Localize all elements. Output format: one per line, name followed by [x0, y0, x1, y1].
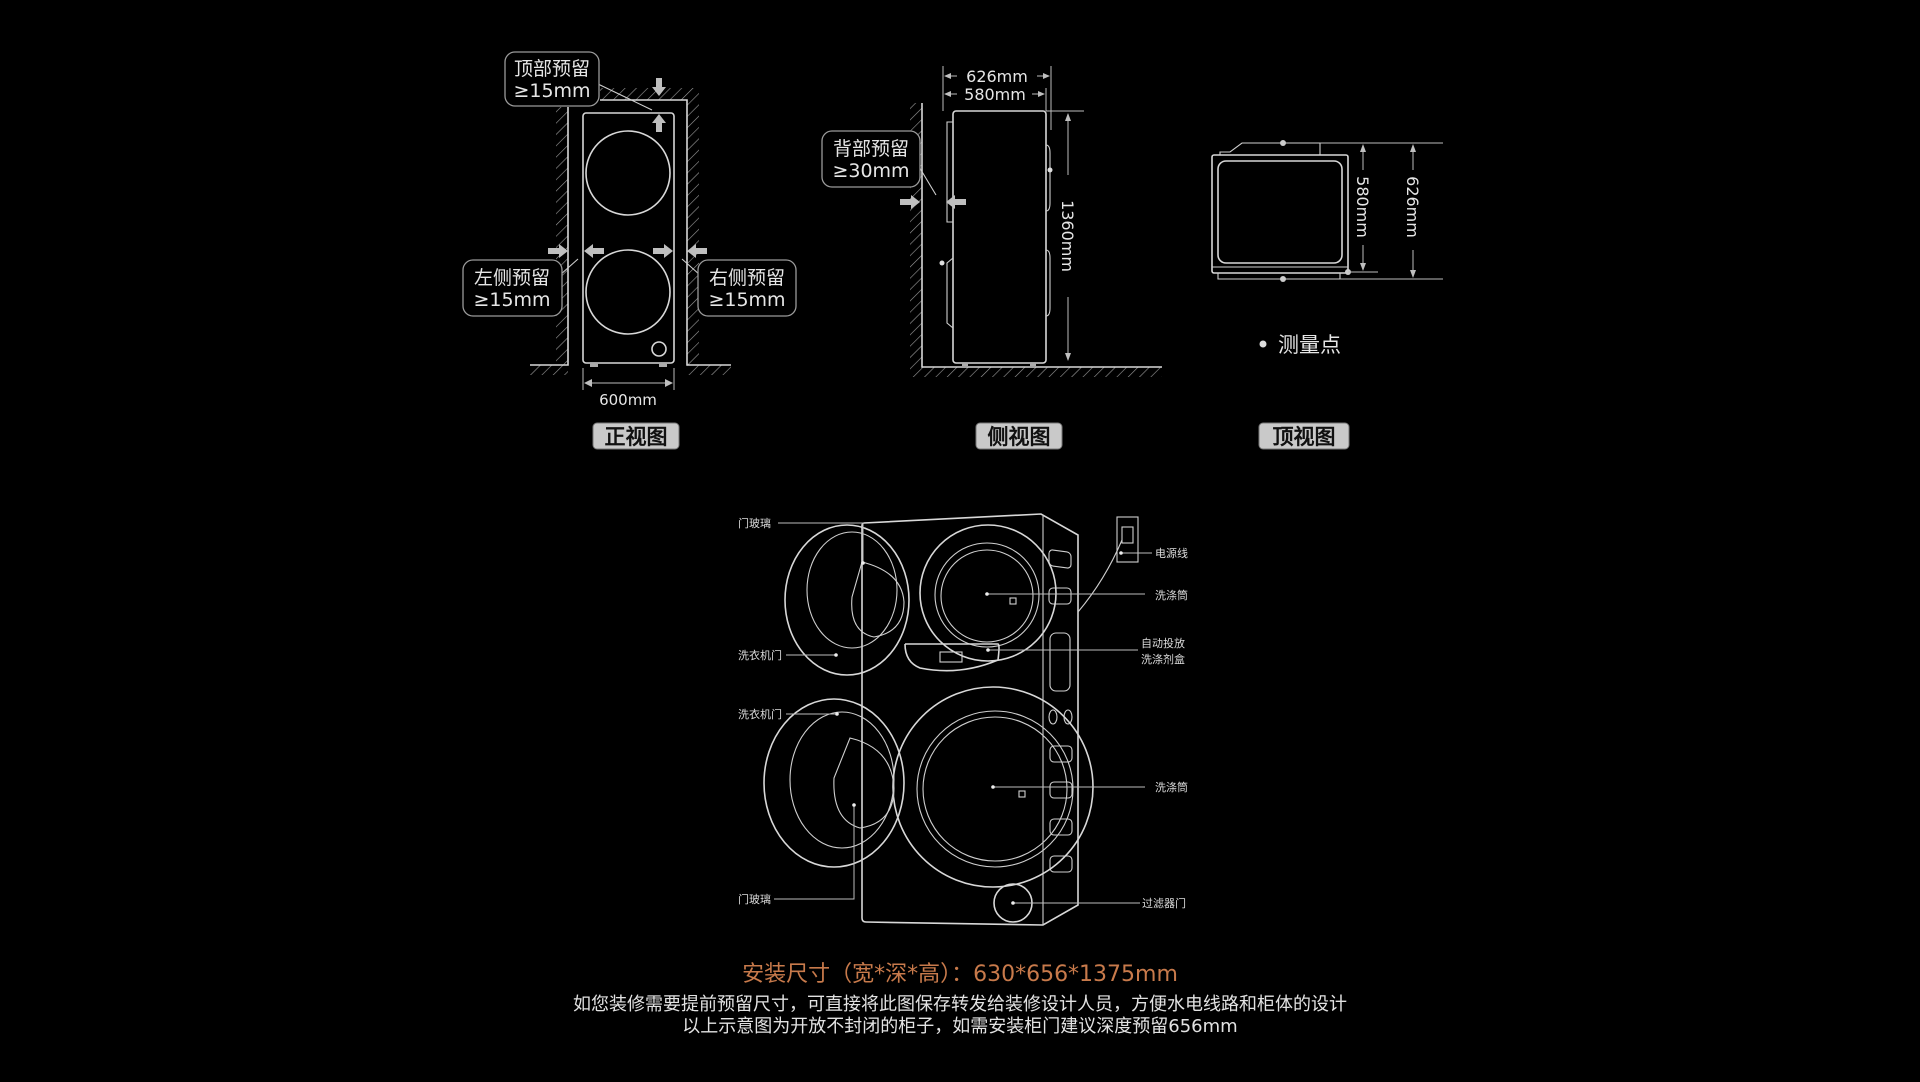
front-view-tag: [592, 422, 680, 450]
upper-door-circle: [585, 130, 671, 216]
footer-note-1: 如您装修需要提前预留尺寸，可直接将此图保存转发给装修设计人员，方便水电线路和柜体…: [573, 994, 1347, 1015]
lower-door-circle: [585, 249, 671, 335]
right-arrow-in: [687, 244, 707, 258]
svg-text:580mm: 580mm: [1353, 176, 1372, 238]
svg-text:顶视图: 顶视图: [1273, 425, 1336, 449]
svg-text:626mm: 626mm: [966, 67, 1028, 86]
svg-text:626mm: 626mm: [1403, 176, 1422, 238]
svg-text:≥30mm: ≥30mm: [832, 160, 909, 182]
svg-text:左侧预留: 左侧预留: [474, 267, 550, 289]
left-arrow-in: [548, 244, 568, 258]
top-arrow-down: [652, 78, 666, 96]
side-wall-floor: [921, 103, 1162, 368]
top-machine-outline: [1211, 154, 1349, 274]
back-clearance-callout: 背部预留 ≥30mm: [821, 130, 937, 196]
svg-text:正视图: 正视图: [605, 425, 668, 449]
upper-door: [784, 524, 910, 676]
label-door-glass-top: 门玻璃: [738, 516, 771, 530]
power-cord: [1077, 539, 1123, 613]
svg-text:≥15mm: ≥15mm: [708, 289, 785, 311]
height-dimension: 1360mm: [1046, 110, 1084, 361]
label-door-top: 洗衣机门: [738, 648, 782, 662]
upper-door-glass: [851, 561, 905, 638]
lower-door-glass: [833, 737, 895, 829]
side-view-tag: [975, 422, 1063, 450]
right-arrow-out: [653, 244, 673, 258]
svg-text:580mm: 580mm: [964, 85, 1026, 104]
filter-circle: [651, 341, 667, 357]
top-arrow-up: [652, 114, 666, 132]
label-door-bottom: 洗衣机门: [738, 707, 782, 721]
svg-text:顶部预留: 顶部预留: [514, 58, 590, 80]
label-power-cord: 电源线: [1155, 546, 1188, 560]
left-arrow-out: [584, 244, 604, 258]
top-view: 580mm 626mm 测量点 顶视图: [1211, 140, 1443, 450]
lower-door: [763, 698, 905, 868]
depth-dimensions: 626mm 580mm: [942, 66, 1052, 130]
front-view: 顶部预留 ≥15mm 左侧预留 ≥15mm 右侧预留 ≥15mm 600mm 正…: [462, 51, 797, 450]
svg-text:1360mm: 1360mm: [1058, 200, 1077, 272]
svg-text:≥15mm: ≥15mm: [513, 80, 590, 102]
leader-lines: [774, 522, 1152, 904]
svg-text:背部预留: 背部预留: [833, 138, 909, 160]
front-machine-body: [582, 112, 675, 364]
svg-text:≥15mm: ≥15mm: [473, 289, 550, 311]
width-dimension: 600mm: [582, 368, 675, 409]
back-arrow-out: [946, 195, 966, 209]
footer-note-2: 以上示意图为开放不封闭的柜子，如需安装柜门建议深度预留656mm: [682, 1016, 1238, 1037]
svg-text:右侧预留: 右侧预留: [709, 267, 785, 289]
svg-text:侧视图: 侧视图: [988, 425, 1051, 449]
ceiling-hatch: [600, 88, 699, 100]
label-drum-bottom: 洗涤筒: [1155, 780, 1188, 794]
wall-outline: [530, 99, 731, 366]
detergent-box: [904, 643, 1000, 672]
left-wall-hatch: [556, 107, 568, 365]
label-filter-door: 过滤器门: [1142, 896, 1186, 910]
power-outlet: [1116, 516, 1139, 563]
label-detergent-1: 自动投放: [1141, 636, 1185, 650]
side-vents: [1048, 549, 1073, 873]
top-clearance-callout: 顶部预留 ≥15mm: [504, 51, 653, 111]
upper-drum-ring: [919, 524, 1057, 662]
side-machine-body: [952, 110, 1047, 364]
parts-diagram: 门玻璃 洗衣机门 洗衣机门 门玻璃 电源线 洗涤筒 自动投放 洗涤剂盒 洗涤筒 …: [738, 513, 1188, 926]
measure-point-dot: [1259, 340, 1267, 348]
install-size-title: 安装尺寸（宽*深*高）：630*656*1375mm: [742, 962, 1178, 987]
top-view-tag: [1258, 422, 1350, 450]
label-detergent-2: 洗涤剂盒: [1141, 652, 1185, 666]
right-wall-hatch: [687, 100, 699, 365]
svg-text:测量点: 测量点: [1278, 333, 1341, 357]
label-drum-top: 洗涤筒: [1155, 588, 1188, 602]
left-clearance-callout: 左侧预留 ≥15mm: [462, 258, 579, 317]
label-door-glass-bottom: 门玻璃: [738, 892, 771, 906]
right-clearance-callout: 右侧预留 ≥15mm: [681, 258, 797, 317]
side-view: 背部预留 ≥30mm 626mm 580mm 1360mm 侧视图: [821, 66, 1162, 450]
svg-text:600mm: 600mm: [599, 391, 657, 409]
back-arrow-in: [900, 195, 920, 209]
